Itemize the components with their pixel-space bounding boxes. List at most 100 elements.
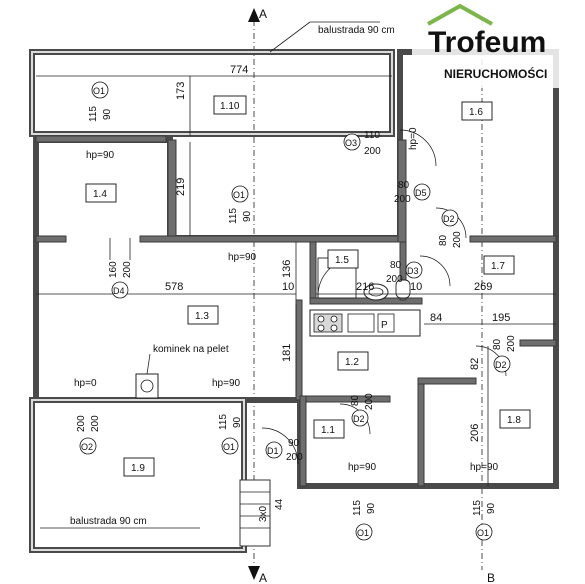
- section-marker-b-bottom: B: [487, 571, 495, 584]
- room-1-4: 1.4: [93, 189, 107, 200]
- hp-room-1-4: hp=90: [86, 150, 115, 161]
- svg-text:O1: O1: [223, 442, 235, 452]
- wall-living-north: [139, 235, 407, 243]
- room-1-2: 1.2: [345, 357, 359, 368]
- svg-text:200: 200: [364, 146, 381, 157]
- svg-text:P: P: [381, 320, 388, 331]
- svg-text:200: 200: [386, 274, 403, 285]
- svg-text:110: 110: [364, 130, 380, 141]
- svg-text:D1: D1: [267, 446, 279, 456]
- svg-text:160: 160: [108, 261, 119, 278]
- section-marker-a-bottom: A: [259, 571, 267, 584]
- svg-text:90: 90: [288, 438, 300, 449]
- room-1-7: 1.7: [491, 261, 505, 272]
- balustrada-top-label: balustrada 90 cm: [318, 25, 395, 36]
- svg-text:200: 200: [506, 335, 517, 352]
- svg-text:115: 115: [228, 208, 239, 224]
- svg-text:D2: D2: [495, 360, 507, 370]
- stairs: [239, 479, 271, 547]
- wall-room-1-6-south: [469, 235, 557, 243]
- svg-text:O1: O1: [477, 528, 489, 538]
- kitchen-sink-icon: [347, 313, 375, 333]
- svg-text:D2: D2: [443, 214, 455, 224]
- wall-bath-south: [309, 297, 423, 305]
- hp-zero-1-3: hp=0: [74, 378, 97, 389]
- dim-84: 84: [430, 312, 442, 324]
- dim-219: 219: [175, 178, 187, 196]
- door-d2-c: D2 80 200: [350, 393, 375, 427]
- section-arrow-a-bottom: [248, 566, 260, 580]
- wall-room-1-6-west: [397, 139, 407, 243]
- svg-text:80: 80: [398, 180, 410, 191]
- svg-text:90: 90: [102, 108, 113, 120]
- section-arrow-a-top: [248, 8, 260, 22]
- door-arc-d5: [399, 129, 437, 167]
- svg-text:80: 80: [390, 260, 402, 271]
- dim-10-b: 10: [410, 281, 422, 293]
- opening-o1-top: O1 115 90: [88, 81, 113, 122]
- svg-text:O1: O1: [233, 190, 245, 200]
- svg-text:O2: O2: [81, 442, 93, 452]
- hp-zero-1-6: hp=0: [408, 127, 419, 150]
- svg-text:200: 200: [90, 415, 101, 432]
- svg-text:200: 200: [364, 393, 375, 410]
- dim-173: 173: [175, 82, 187, 100]
- toilet-icon: [395, 279, 411, 299]
- svg-text:115: 115: [88, 106, 99, 122]
- room-1-10: 1.10: [220, 101, 240, 112]
- svg-text:90: 90: [242, 210, 253, 222]
- hp-room-1-8: hp=90: [470, 462, 499, 473]
- wall-room-1-1: [299, 395, 307, 487]
- opening-o3: O3 110 200: [343, 130, 381, 157]
- svg-text:115: 115: [352, 500, 363, 516]
- svg-text:D4: D4: [113, 286, 125, 296]
- dim-10-a: 10: [282, 281, 294, 293]
- fridge-icon: [377, 313, 395, 333]
- logo-subtitle: NIERUCHOMOŚCI: [444, 66, 547, 81]
- room-1-5: 1.5: [335, 255, 349, 266]
- window-o2-left: O2 200 200: [76, 415, 101, 455]
- opening-o1-mid: O1 115 90: [228, 185, 253, 224]
- svg-text:80: 80: [350, 394, 361, 406]
- svg-text:O1: O1: [93, 86, 105, 96]
- room-1-3: 1.3: [195, 311, 209, 322]
- hp-room-1-3: hp=90: [212, 378, 241, 389]
- dim-269: 269: [474, 281, 492, 293]
- wall-bath-west: [309, 241, 317, 301]
- room-1-6: 1.6: [469, 107, 483, 118]
- door-arc-d1: [261, 427, 299, 465]
- room-1-8: 1.8: [507, 415, 521, 426]
- svg-text:D2: D2: [353, 414, 365, 424]
- kominek-label: kominek na pelet: [153, 344, 229, 355]
- svg-text:80: 80: [492, 338, 503, 350]
- dim-82: 82: [469, 358, 481, 370]
- svg-text:200: 200: [286, 452, 303, 463]
- window-o1-bottom-2: O1 115 90: [472, 500, 497, 541]
- logo-brand: Trofeum: [428, 26, 546, 59]
- svg-text:D5: D5: [415, 188, 427, 198]
- dim-181: 181: [281, 344, 293, 362]
- dim-206: 206: [469, 424, 481, 442]
- terrace-top-outline: [29, 49, 395, 137]
- svg-text:O3: O3: [345, 138, 357, 148]
- door-arc-d3: [419, 255, 451, 287]
- balustrada-top-leader: [269, 21, 311, 53]
- dim-774: 774: [230, 64, 248, 76]
- logo-roof-icon: [427, 3, 493, 26]
- window-o1-bottom-1: O1 115 90: [352, 500, 377, 541]
- hp-room-1-1: hp=90: [348, 462, 377, 473]
- wall-room-1-8-west: [417, 377, 425, 487]
- dim-3x0: 3x0: [258, 505, 269, 522]
- room-1-9: 1.9: [131, 463, 145, 474]
- svg-text:115: 115: [472, 500, 483, 516]
- door-d3: D3 80 200: [386, 260, 423, 285]
- svg-text:115: 115: [218, 414, 229, 430]
- hp-room-1-10: hp=90: [228, 252, 257, 263]
- svg-text:200: 200: [452, 231, 463, 248]
- wall-room-1-4-north: [35, 135, 167, 143]
- balustrada-bottom-label: balustrada 90 cm: [70, 516, 147, 527]
- dim-136: 136: [281, 260, 293, 278]
- svg-text:200: 200: [76, 415, 87, 432]
- svg-text:D3: D3: [407, 266, 419, 276]
